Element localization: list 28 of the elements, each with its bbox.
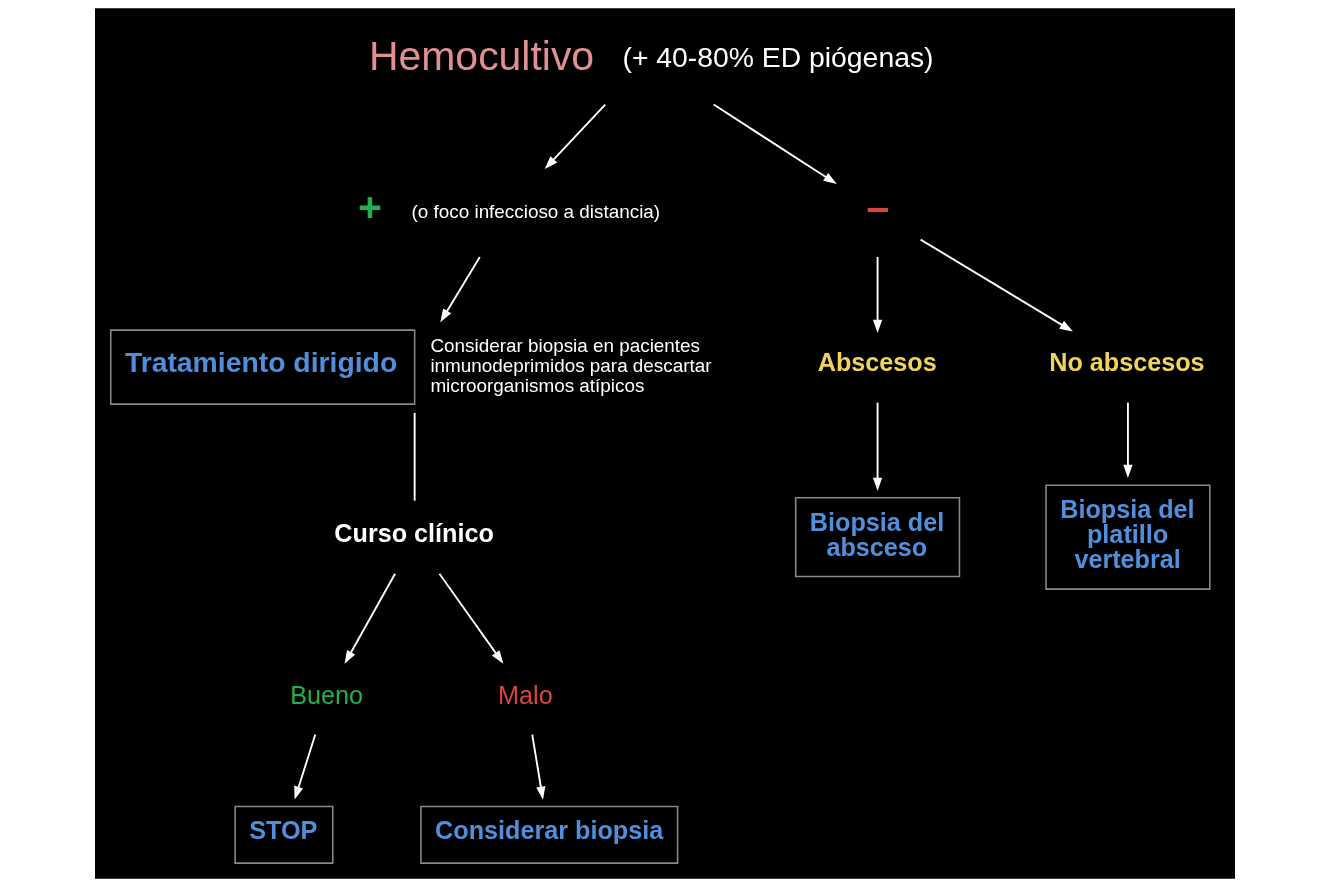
node-text: + (357, 184, 382, 231)
node-text: Curso clínico (333, 518, 494, 547)
node-box: Tratamiento dirigido (109, 329, 415, 405)
arrow (544, 103, 606, 170)
node-text: – (866, 184, 889, 231)
arrow (530, 733, 545, 800)
node-label: Considerar biopsia en pacientes inmunodeprimidos para descartar microorganismos atípicos (429, 334, 712, 397)
arrow (439, 256, 481, 323)
node-text: Abscesos (817, 347, 937, 376)
node-text: Bueno (289, 680, 363, 709)
node-text: Hemocultivo (368, 33, 594, 80)
node-text: No abscesos (1048, 347, 1205, 376)
connector (413, 411, 416, 502)
node-box: Biopsia del absceso (794, 497, 960, 578)
arrow (344, 572, 396, 664)
node-box: Biopsia del platillo vertebral (1044, 484, 1211, 590)
node-box: Considerar biopsia (419, 805, 678, 864)
node-box: STOP (233, 805, 334, 864)
node-label: (+ 40-80% ED piógenas) (621, 41, 933, 74)
arrow (712, 103, 837, 185)
node-text: Malo (497, 680, 553, 709)
arrow (1122, 401, 1133, 478)
arrow (438, 572, 503, 664)
node-label: (o foco infeccioso a distancia) (410, 200, 660, 222)
arrow (872, 401, 882, 492)
arrow (919, 238, 1073, 332)
arrow (872, 256, 882, 333)
arrow (293, 733, 316, 800)
